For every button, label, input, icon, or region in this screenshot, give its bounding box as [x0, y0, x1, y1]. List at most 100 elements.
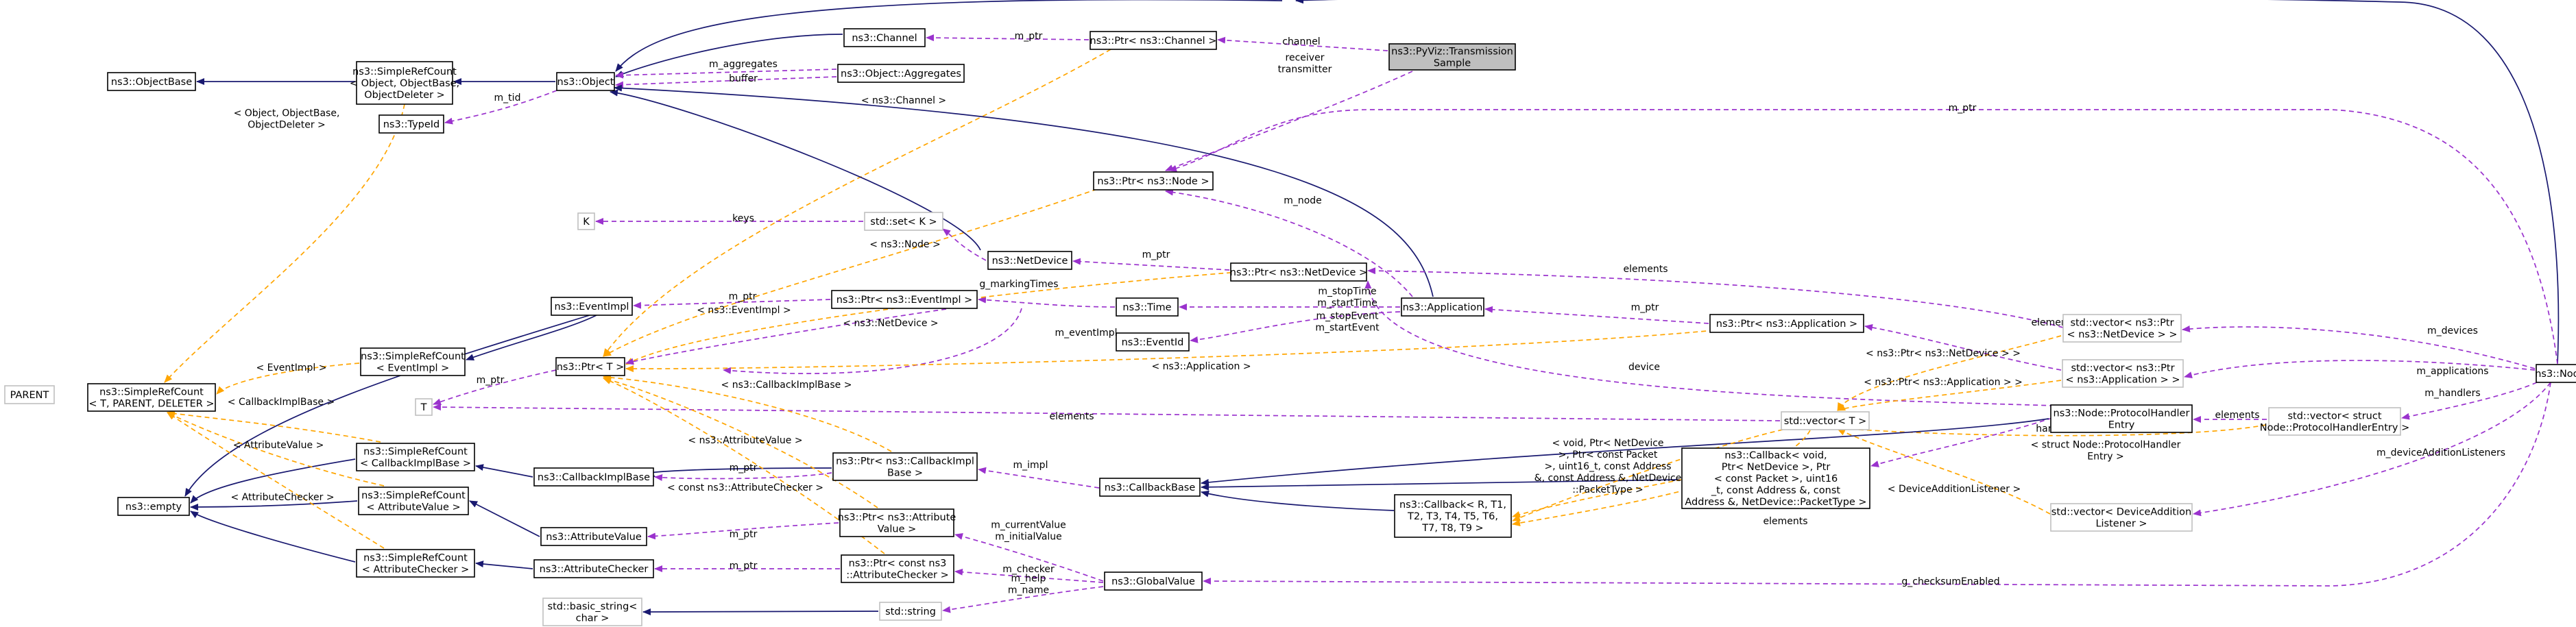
- class-node-box: [360, 347, 466, 376]
- class-node-label: K: [583, 217, 590, 228]
- class-node-globalvalue[interactable]: ns3::GlobalValue: [1104, 571, 1203, 591]
- class-node-box: [117, 497, 190, 516]
- edge-label-elements-T: elements: [1049, 411, 1094, 422]
- class-node-time[interactable]: ns3::Time: [1116, 297, 1179, 317]
- class-node-box: [864, 212, 943, 231]
- class-node-eventimpl[interactable]: ns3::EventImpl: [551, 297, 633, 316]
- class-node-box: [2062, 314, 2182, 343]
- class-node-application[interactable]: ns3::Application: [1401, 297, 1484, 317]
- template-edge: [603, 188, 1098, 357]
- edge-label-mptr-node2: m_ptr: [1949, 103, 1977, 114]
- class-node-box: [1394, 494, 1512, 538]
- class-node-box: [87, 383, 216, 412]
- edge-label-mnode: m_node: [1284, 195, 1322, 206]
- class-node-typeid[interactable]: ns3::TypeId: [378, 114, 444, 134]
- edge-label-mptr-evimpl: m_ptr: [729, 291, 757, 302]
- class-node-box: [1401, 297, 1484, 317]
- class-node--t[interactable]: T: [415, 398, 433, 416]
- class-node-object[interactable]: ns3::Object: [556, 72, 615, 91]
- inheritance-edge: [1295, 0, 2560, 364]
- class-node-src-attribute-checker[interactable]: ns3::SimpleRefCount< AttributeChecker >: [356, 549, 475, 578]
- class-node-netdevice[interactable]: ns3::NetDevice: [987, 251, 1072, 270]
- class-node-src-event-impl[interactable]: ns3::SimpleRefCount< EventImpl >: [360, 347, 466, 376]
- class-node-src-object[interactable]: ns3::SimpleRefCount< Object, ObjectBase,…: [350, 61, 459, 105]
- class-node-vec-t[interactable]: std::vector< T >: [1781, 411, 1870, 430]
- inheritance-edge: [190, 458, 356, 504]
- class-node-box: [2050, 503, 2193, 532]
- usage-edge: [1165, 188, 1413, 297]
- class-node-box: [577, 212, 595, 230]
- class-node-ptr-attribute-checker[interactable]: ns3::Ptr< const ns3::AttributeChecker >: [841, 554, 954, 583]
- class-node-aggregates[interactable]: ns3::Object::Aggregates: [837, 64, 965, 83]
- class-node-box: [2268, 407, 2401, 436]
- edge-label-tptrapp: < ns3::Ptr< ns3::Application > >: [1864, 377, 2023, 388]
- class-node-label: ns3::Ptr< T >: [557, 362, 625, 373]
- class-node-box: [831, 290, 978, 309]
- class-node--k[interactable]: K: [577, 212, 595, 230]
- class-node-parent[interactable]: PARENT: [4, 385, 55, 404]
- class-node-ptr-application[interactable]: ns3::Ptr< ns3::Application >: [1709, 314, 1864, 333]
- class-node-node[interactable]: ns3::Node: [2535, 364, 2576, 383]
- usage-edge: [926, 34, 1090, 42]
- class-node-empty[interactable]: ns3::empty: [117, 497, 190, 516]
- class-node-box: [551, 297, 633, 316]
- edge-label-elements-nd: elements: [1623, 264, 1668, 275]
- class-node-box: [1781, 411, 1870, 430]
- edge-label-meventimpl: m_eventImpl: [1055, 328, 1117, 339]
- class-node-attributevalue[interactable]: ns3::AttributeValue: [540, 527, 647, 546]
- class-node-label: ns3::Callback< R, T1,T2, T3, T4, T5, T6,…: [1399, 500, 1506, 534]
- class-node-label: ns3::TypeId: [383, 119, 440, 130]
- usage-edge: [2184, 360, 2536, 379]
- usage-edge: [723, 308, 1022, 374]
- class-node-ptr-net-device[interactable]: ns3::Ptr< ns3::NetDevice >: [1230, 262, 1367, 282]
- class-node-label: ns3::Ptr< const ns3::AttributeChecker >: [846, 558, 949, 581]
- class-node-label: ns3::Channel: [852, 33, 917, 44]
- class-node-vec-application[interactable]: std::vector< ns3::Ptr< ns3::Application …: [2062, 359, 2184, 388]
- class-node-ptr-channel[interactable]: ns3::Ptr< ns3::Channel >: [1090, 31, 1217, 50]
- class-node-ptr-t[interactable]: ns3::Ptr< T >: [555, 357, 625, 376]
- usage-edge: [1203, 382, 2551, 587]
- class-node-callback-r-t[interactable]: ns3::Callback< R, T1,T2, T3, T4, T5, T6,…: [1394, 494, 1512, 538]
- class-node-box: [1093, 171, 1214, 190]
- class-node-box: [843, 28, 926, 47]
- class-node-ptr-node[interactable]: ns3::Ptr< ns3::Node >: [1093, 171, 1214, 190]
- class-node-box: [1099, 478, 1201, 497]
- inheritance-edge: [475, 561, 533, 569]
- class-node-objectbase[interactable]: ns3::ObjectBase: [107, 72, 196, 91]
- template-edge: [603, 376, 878, 508]
- edge-label-tnsattrvalue: < ns3::AttributeValue >: [688, 435, 802, 446]
- class-node-src-callback-impl-base[interactable]: ns3::SimpleRefCount< CallbackImplBase >: [356, 443, 475, 471]
- class-node-src-t[interactable]: ns3::SimpleRefCount< T, PARENT, DELETER …: [87, 383, 216, 412]
- class-node-channel[interactable]: ns3::Channel: [843, 28, 926, 47]
- edge-label-tnetdevice: < ns3::NetDevice >: [843, 318, 938, 329]
- class-node-ptr-event-impl[interactable]: ns3::Ptr< ns3::EventImpl >: [831, 290, 978, 309]
- class-node-label: ns3::CallbackImplBase: [538, 472, 650, 483]
- usage-edge: [433, 369, 557, 406]
- class-node-callback-void[interactable]: ns3::Callback< void,Ptr< NetDevice >, Pt…: [1681, 447, 1870, 509]
- class-node-callbackbase[interactable]: ns3::CallbackBase: [1099, 478, 1201, 497]
- template-edge: [167, 412, 385, 487]
- class-node-vec-net-device[interactable]: std::vector< ns3::Ptr< ns3::NetDevice > …: [2062, 314, 2182, 343]
- class-node-label: ns3::Object: [557, 77, 614, 88]
- usage-edge: [1217, 36, 1388, 51]
- class-node-basicstring[interactable]: std::basic_string<char >: [542, 598, 642, 626]
- class-node-label: ns3::Ptr< ns3::EventImpl >: [836, 295, 973, 306]
- class-node-eventid[interactable]: ns3::EventId: [1116, 332, 1190, 352]
- class-node-callbackimplbase[interactable]: ns3::CallbackImplBase: [533, 467, 654, 487]
- class-node-set-k[interactable]: std::set< K >: [864, 212, 943, 231]
- class-node-src-attribute-value[interactable]: ns3::SimpleRefCount< AttributeValue >: [358, 487, 469, 515]
- class-node-string[interactable]: std::string: [879, 602, 942, 621]
- class-node-label: T: [420, 402, 427, 413]
- class-node-attributechecker[interactable]: ns3::AttributeChecker: [533, 559, 654, 578]
